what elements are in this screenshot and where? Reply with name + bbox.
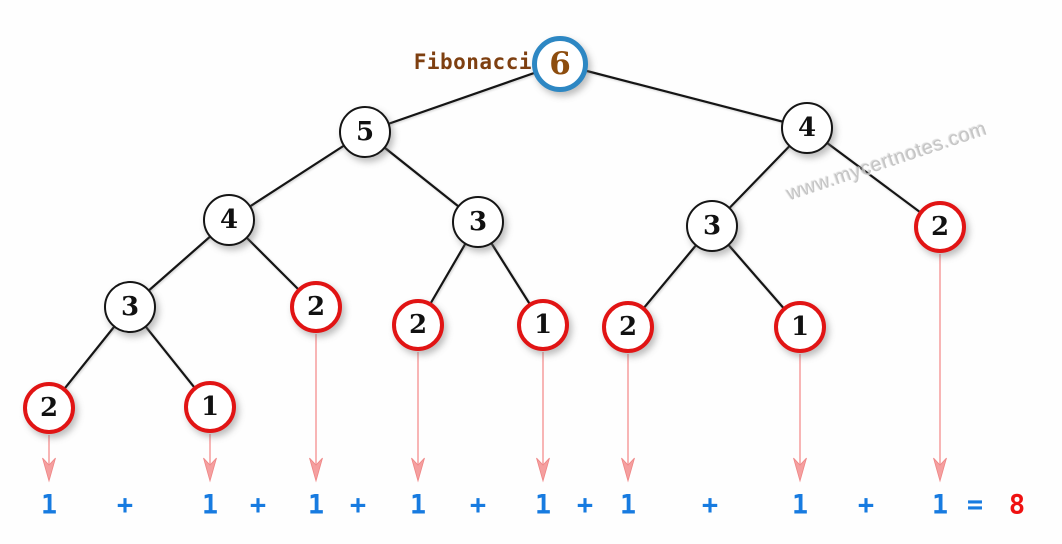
sum-term: 1 [931, 489, 949, 521]
tree-node-internal-3: 3 [452, 196, 504, 248]
tree-node-leaf-2: 2 [290, 281, 342, 333]
tree-node-leaf-2: 2 [392, 299, 444, 351]
leaf-drop-arrow-head-icon [536, 457, 550, 483]
tree-node-internal-3: 3 [104, 281, 156, 333]
tree-node-internal-3: 3 [686, 200, 738, 252]
leaf-drop-arrow-head-icon [793, 457, 807, 483]
plus-operator: + [249, 489, 267, 521]
node-value: 2 [306, 292, 326, 322]
plus-operator: + [469, 489, 487, 521]
node-value: 3 [120, 292, 140, 322]
equals-sign: = [966, 489, 984, 521]
node-value: 1 [790, 312, 810, 342]
tree-edge [806, 127, 941, 228]
sum-term: 1 [534, 489, 552, 521]
tree-node-leaf-1: 1 [517, 299, 569, 351]
sum-term: 1 [201, 489, 219, 521]
sum-term: 1 [307, 489, 325, 521]
node-value: 1 [200, 392, 220, 422]
tree-node-leaf-2: 2 [914, 201, 966, 253]
leaf-drop-arrow-head-icon [411, 457, 425, 483]
tree-node-leaf-2: 2 [602, 301, 654, 353]
tree-node-internal-5: 5 [339, 106, 391, 158]
node-value: 2 [408, 310, 428, 340]
node-value: 2 [39, 393, 59, 423]
node-value: 4 [219, 205, 239, 235]
node-value: 3 [702, 211, 722, 241]
tree-node-internal-4: 4 [781, 102, 833, 154]
tree-node-leaf-2: 2 [23, 382, 75, 434]
tree-node-root-6: 6 [532, 36, 588, 92]
sum-term: 1 [40, 489, 58, 521]
node-value: 4 [797, 113, 817, 143]
node-value: 2 [930, 212, 950, 242]
fibonacci-label: Fibonacci [413, 50, 532, 74]
leaf-drop-arrow-head-icon [203, 457, 217, 483]
plus-operator: + [349, 489, 367, 521]
plus-operator: + [116, 489, 134, 521]
node-value: 1 [533, 310, 553, 340]
leaf-drop-arrow-head-icon [621, 457, 635, 483]
node-value: 2 [618, 312, 638, 342]
leaf-drop-arrow-head-icon [42, 457, 56, 483]
plus-operator: + [576, 489, 594, 521]
sum-term: 1 [619, 489, 637, 521]
node-value: 5 [355, 117, 375, 147]
sum-term: 1 [409, 489, 427, 521]
tree-node-internal-4: 4 [203, 194, 255, 246]
tree-node-leaf-1: 1 [184, 381, 236, 433]
node-value: 6 [549, 46, 571, 82]
sum-term: 1 [791, 489, 809, 521]
leaf-drop-arrow-head-icon [309, 457, 323, 483]
node-value: 3 [468, 207, 488, 237]
leaf-drop-arrow-head-icon [933, 457, 947, 483]
plus-operator: + [857, 489, 875, 521]
tree-edge [228, 131, 366, 221]
sum-result: 8 [1008, 489, 1026, 521]
plus-operator: + [701, 489, 719, 521]
tree-edge [559, 62, 808, 130]
tree-node-leaf-1: 1 [774, 301, 826, 353]
tree-edge [364, 62, 561, 134]
